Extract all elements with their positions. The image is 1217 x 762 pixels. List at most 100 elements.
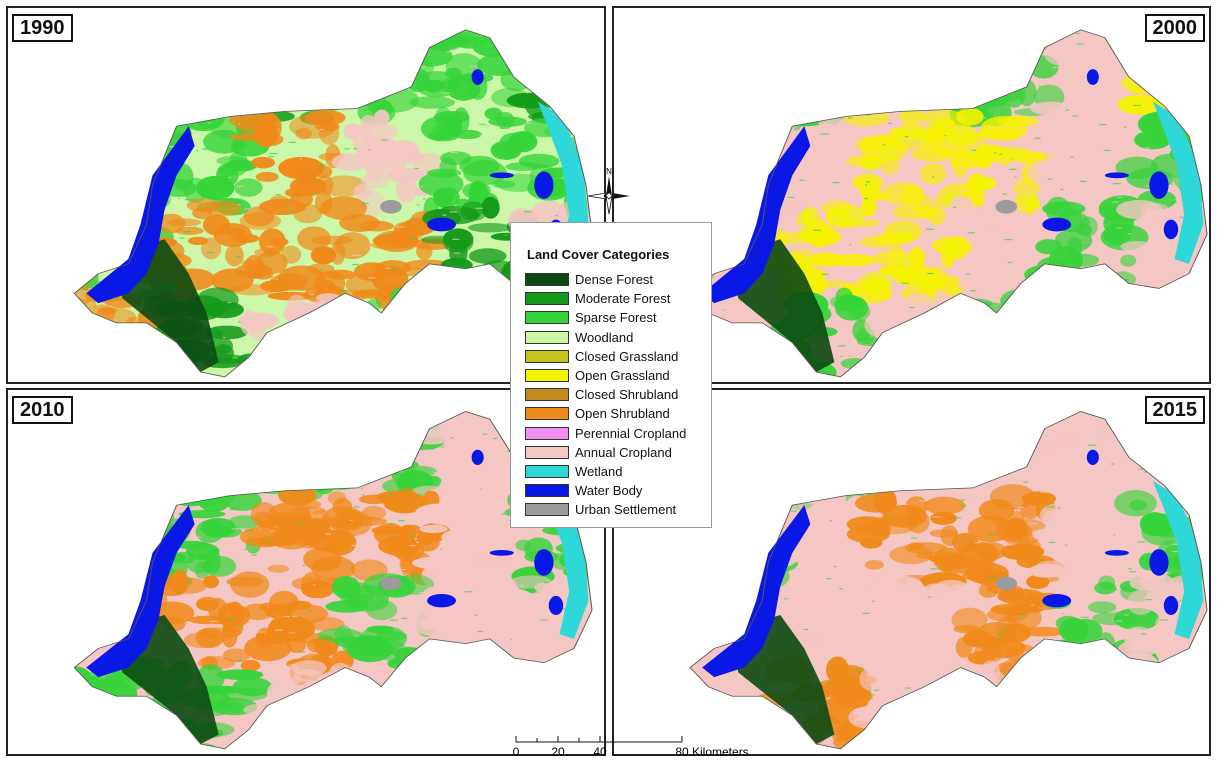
land-cover-patch xyxy=(345,273,389,296)
land-cover-texture xyxy=(1207,62,1209,63)
land-cover-texture xyxy=(183,231,191,233)
land-cover-patch xyxy=(973,57,1001,85)
land-cover-texture xyxy=(226,31,229,34)
land-cover-texture xyxy=(453,252,461,254)
land-cover-patch xyxy=(739,536,764,552)
land-cover-texture xyxy=(349,519,353,521)
land-cover-patch xyxy=(416,530,434,545)
land-cover-patch xyxy=(129,417,167,442)
land-cover-patch xyxy=(1204,235,1208,263)
land-cover-patch xyxy=(235,97,264,108)
land-cover-patch xyxy=(1169,666,1203,678)
land-cover-texture xyxy=(84,512,92,514)
land-cover-patch xyxy=(262,464,282,483)
land-cover-patch xyxy=(690,68,727,80)
land-cover-texture xyxy=(116,508,119,510)
land-cover-patch xyxy=(578,534,593,548)
land-cover-texture xyxy=(179,440,182,442)
land-cover-patch xyxy=(1018,332,1048,350)
land-cover-patch xyxy=(1020,29,1059,43)
land-cover-patch xyxy=(327,676,360,692)
land-cover-patch xyxy=(374,260,412,278)
land-cover-patch xyxy=(206,48,234,58)
land-cover-patch xyxy=(383,411,417,420)
land-cover-texture xyxy=(867,494,874,496)
land-cover-patch xyxy=(262,41,295,61)
land-cover-patch xyxy=(889,545,933,565)
land-cover-texture xyxy=(857,672,860,674)
land-cover-patch xyxy=(750,32,789,57)
land-cover-texture xyxy=(126,532,131,534)
land-cover-patch xyxy=(74,556,92,573)
land-cover-texture xyxy=(826,578,832,580)
land-cover-patch xyxy=(85,714,123,742)
land-cover-patch xyxy=(909,356,935,377)
land-cover-texture xyxy=(729,114,737,116)
land-cover-patch xyxy=(973,33,999,48)
land-cover-patch xyxy=(344,380,390,382)
land-cover-patch xyxy=(1194,282,1208,295)
land-cover-texture xyxy=(849,244,852,246)
land-cover-texture xyxy=(503,234,509,236)
land-cover-texture xyxy=(344,473,349,476)
land-cover-patch xyxy=(515,63,553,82)
land-cover-texture xyxy=(945,717,947,719)
land-cover-patch xyxy=(1113,607,1160,631)
land-cover-texture xyxy=(901,282,909,284)
land-cover-texture xyxy=(228,176,232,178)
land-cover-texture xyxy=(878,421,883,423)
land-cover-texture xyxy=(586,532,593,534)
land-cover-patch xyxy=(183,449,207,459)
land-cover-patch xyxy=(74,450,83,464)
land-cover-patch xyxy=(323,53,346,67)
land-cover-texture xyxy=(1180,216,1185,218)
land-cover-patch xyxy=(399,36,426,59)
land-cover-patch xyxy=(351,411,371,417)
land-cover-patch xyxy=(222,68,271,89)
land-cover-texture xyxy=(727,550,734,552)
land-cover-texture xyxy=(480,568,489,570)
land-cover-texture xyxy=(395,346,403,349)
land-cover-patch xyxy=(254,715,299,728)
land-cover-patch xyxy=(325,733,360,749)
land-cover-patch xyxy=(1087,601,1117,614)
land-cover-patch xyxy=(427,287,450,300)
land-cover-patch xyxy=(572,721,593,731)
small-lake xyxy=(471,449,484,465)
land-cover-patch xyxy=(979,421,995,431)
land-cover-patch xyxy=(1000,728,1020,743)
land-cover-texture xyxy=(1113,183,1122,185)
land-cover-texture xyxy=(231,507,239,509)
land-cover-patch xyxy=(118,508,163,534)
land-cover-texture xyxy=(832,218,840,220)
land-cover-texture xyxy=(233,260,236,262)
land-cover-texture xyxy=(106,184,112,186)
land-cover-texture xyxy=(1194,430,1201,432)
land-cover-texture xyxy=(227,618,235,620)
land-cover-texture xyxy=(820,133,829,135)
land-cover-texture xyxy=(904,136,909,138)
land-cover-texture xyxy=(362,365,368,368)
land-cover-texture xyxy=(1040,546,1043,548)
land-cover-texture xyxy=(270,530,275,532)
land-cover-patch xyxy=(77,73,104,85)
land-cover-texture xyxy=(913,604,916,606)
land-cover-texture xyxy=(239,321,242,323)
land-cover-patch xyxy=(1189,684,1208,704)
land-cover-texture xyxy=(477,380,480,381)
land-cover-patch xyxy=(506,683,545,700)
land-cover-patch xyxy=(422,361,443,377)
land-cover-texture xyxy=(414,167,420,170)
land-cover-texture xyxy=(710,639,715,642)
land-cover-texture xyxy=(985,722,994,724)
land-cover-patch xyxy=(855,464,889,481)
land-cover-patch xyxy=(156,29,177,42)
land-cover-texture xyxy=(439,263,442,265)
land-cover-patch xyxy=(140,461,158,471)
land-cover-patch xyxy=(326,45,352,70)
land-cover-texture xyxy=(244,208,252,210)
land-cover-patch xyxy=(1182,469,1202,494)
land-cover-patch xyxy=(170,438,188,452)
land-cover-texture xyxy=(1189,716,1194,718)
land-cover-texture xyxy=(1019,64,1025,66)
